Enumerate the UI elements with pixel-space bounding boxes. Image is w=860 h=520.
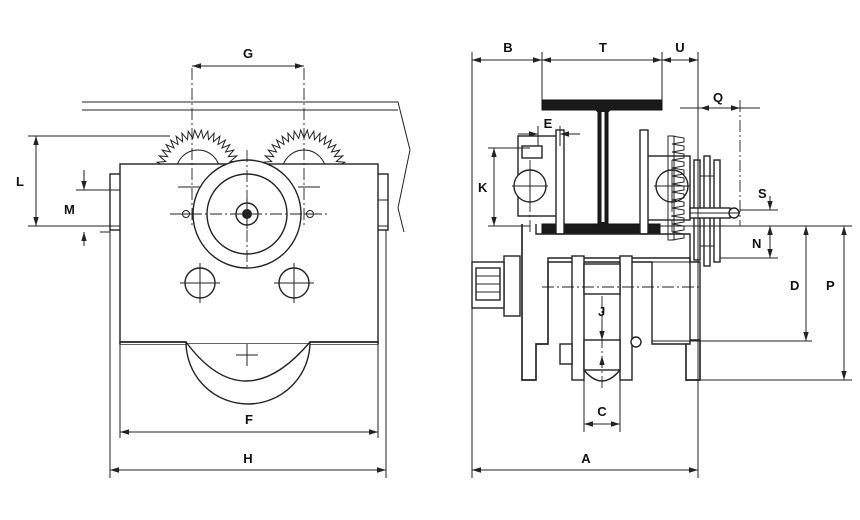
dim-label-c: C [597,404,607,419]
dim-label-t: T [599,40,607,55]
dim-label-j: J [598,304,605,319]
dim-label-s: S [758,186,767,201]
dim-label-d: D [790,278,799,293]
dim-label-p: P [826,278,835,293]
dim-label-n: N [752,236,761,251]
hook-plate-left [571,255,585,381]
side-view-dimensions: B T U E K Q S N D [471,40,852,478]
dim-label-u: U [675,40,684,55]
dim-label-m: M [64,202,75,217]
rail-outline [82,101,411,233]
dim-label-b: B [503,40,512,55]
front-view [82,68,411,405]
dim-label-e: E [544,116,553,131]
dim-label-a: A [581,451,591,466]
side-view [471,99,741,390]
dim-label-h: H [243,451,252,466]
dim-label-f: F [245,412,253,427]
dim-label-g: G [243,46,253,61]
gear-rack [667,135,685,241]
lower-plate-arch [119,341,379,405]
hook-plate-right [619,255,633,381]
dim-label-q: Q [713,90,723,105]
front-view-dimensions: G L M F H [16,46,387,478]
dim-label-k: K [478,180,488,195]
dim-label-l: L [16,174,24,189]
left-side-plate [503,255,521,317]
